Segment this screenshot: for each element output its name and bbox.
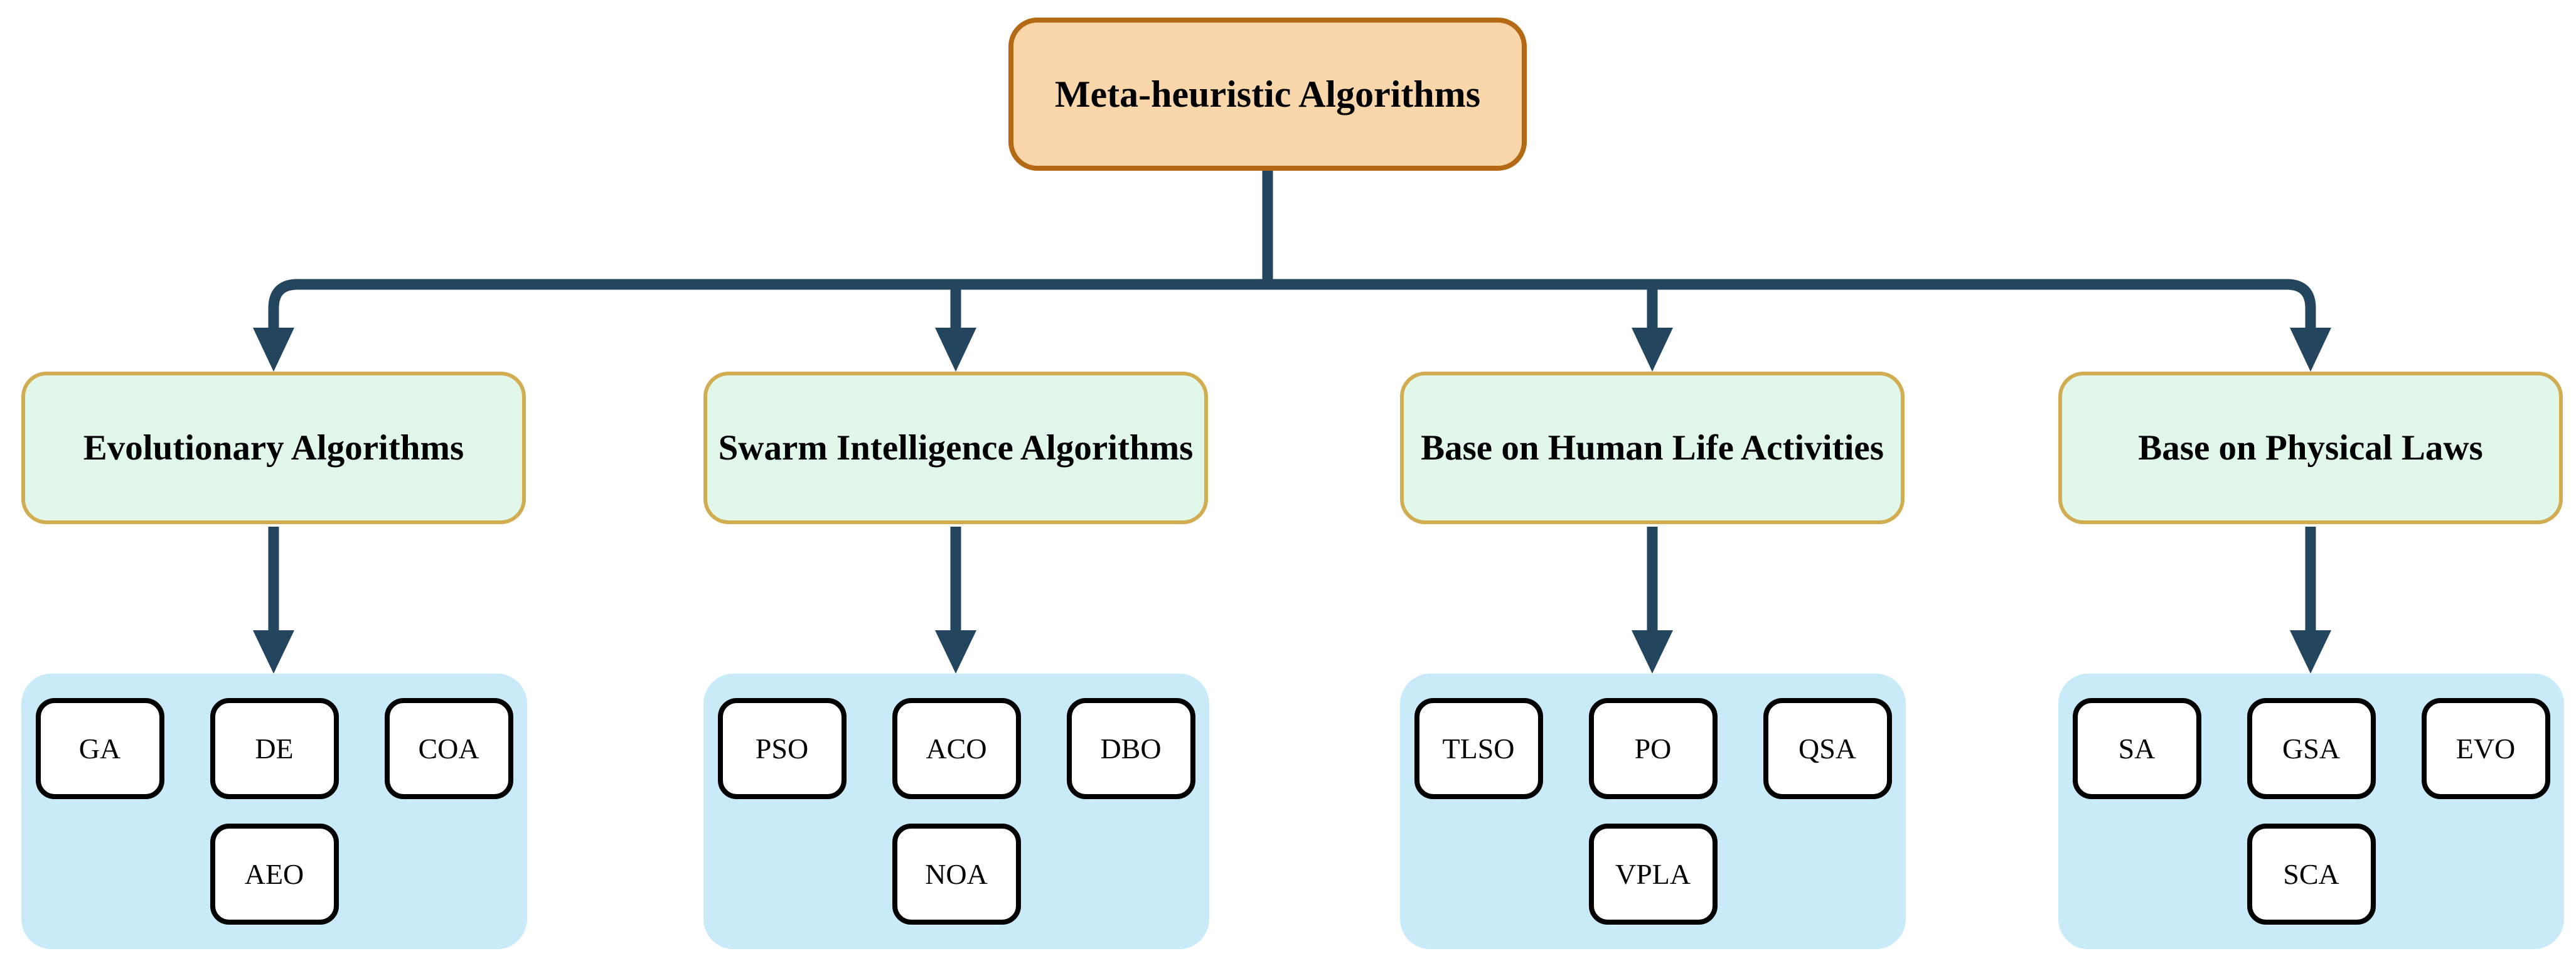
category-label: Swarm Intelligence Algorithms — [718, 428, 1194, 468]
arrowhead-category-4 — [2290, 328, 2331, 372]
algorithm-box-evo: EVO — [2421, 698, 2550, 799]
algorithm-label: DE — [255, 733, 294, 765]
algorithm-label: DBO — [1100, 733, 1162, 765]
algorithm-label: SA — [2118, 733, 2156, 765]
algorithm-box-tlso: TLSO — [1414, 698, 1543, 799]
algorithm-label: AEO — [244, 858, 304, 890]
algorithm-label: NOA — [925, 858, 988, 890]
category-label: Base on Physical Laws — [2138, 428, 2483, 468]
algorithm-box-vpla: VPLA — [1588, 824, 1718, 925]
algorithm-label: TLSO — [1442, 733, 1515, 765]
algorithm-label: ACO — [926, 733, 987, 765]
algorithm-group-physical-laws: SA GSA EVO SCA — [2058, 674, 2564, 949]
algorithm-box-sca: SCA — [2247, 824, 2376, 925]
category-box-swarm-intelligence: Swarm Intelligence Algorithms — [703, 372, 1208, 524]
algorithm-label: GSA — [2282, 733, 2341, 765]
algorithm-box-aco: ACO — [892, 698, 1021, 799]
arrowhead-group-3 — [1632, 630, 1673, 674]
algorithm-box-de: DE — [210, 698, 339, 799]
arrowhead-group-1 — [253, 630, 294, 674]
algorithm-box-pso: PSO — [717, 698, 847, 799]
root-node-meta-heuristic: Meta-heuristic Algorithms — [1008, 18, 1527, 171]
algorithm-label: PO — [1634, 733, 1672, 765]
algorithm-group-evolutionary: GA DE COA AEO — [21, 674, 527, 949]
algorithm-group-human-life: TLSO PO QSA VPLA — [1400, 674, 1906, 949]
algorithm-label: COA — [418, 733, 479, 765]
arrowhead-group-4 — [2290, 630, 2331, 674]
algorithm-label: GA — [78, 733, 121, 765]
algorithm-label: QSA — [1798, 733, 1857, 765]
algorithm-label: SCA — [2283, 858, 2339, 890]
algorithm-box-coa: COA — [384, 698, 513, 799]
algorithm-box-dbo: DBO — [1066, 698, 1195, 799]
arrowhead-category-3 — [1632, 328, 1673, 372]
arrowhead-category-2 — [935, 328, 976, 372]
category-box-human-life: Base on Human Life Activities — [1400, 372, 1905, 524]
category-label: Base on Human Life Activities — [1421, 428, 1884, 468]
algorithm-box-qsa: QSA — [1763, 698, 1892, 799]
algorithm-label: VPLA — [1615, 858, 1691, 890]
root-node-label: Meta-heuristic Algorithms — [1054, 73, 1481, 115]
algorithm-box-sa: SA — [2072, 698, 2201, 799]
algorithm-box-noa: NOA — [892, 824, 1021, 925]
algorithm-box-ga: GA — [35, 698, 164, 799]
category-label: Evolutionary Algorithms — [83, 428, 464, 468]
category-box-physical-laws: Base on Physical Laws — [2058, 372, 2563, 524]
algorithm-box-aeo: AEO — [210, 824, 339, 925]
category-box-evolutionary: Evolutionary Algorithms — [21, 372, 526, 524]
algorithm-label: EVO — [2456, 733, 2516, 765]
algorithm-box-gsa: GSA — [2247, 698, 2376, 799]
algorithm-label: PSO — [755, 733, 809, 765]
algorithm-box-po: PO — [1588, 698, 1718, 799]
algorithm-group-swarm-intelligence: PSO ACO DBO NOA — [703, 674, 1209, 949]
arrowhead-group-2 — [935, 630, 976, 674]
distributor-line — [268, 279, 2316, 336]
arrowhead-category-1 — [253, 328, 294, 372]
